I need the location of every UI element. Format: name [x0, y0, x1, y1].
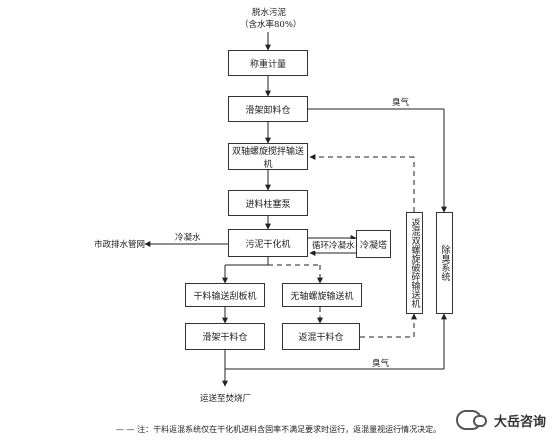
- condensate-label: 冷凝水: [175, 233, 201, 243]
- logo-text: 大岳咨询: [493, 414, 546, 430]
- deodor-label: 除臭系统: [439, 245, 450, 281]
- odor-bottom-label: 臭气: [372, 359, 390, 369]
- dryer-box: 污泥干化机: [228, 229, 308, 257]
- return-silo-box: 返混干料仓: [282, 323, 360, 350]
- input-label-2: （含水率80%）: [240, 20, 302, 30]
- logo: 大岳咨询: [455, 410, 546, 430]
- pump-box: 进料柱塞泵: [228, 190, 308, 216]
- municipal-label: 市政排水管网: [94, 240, 146, 250]
- weigh-box: 称重计量: [228, 50, 308, 76]
- dry-scraper-box: 干料输送刮板机: [185, 283, 265, 307]
- circ-water-label: 循环冷凝水: [312, 239, 355, 251]
- footnote: — — 注：干料返混系统仅在干化机进料含固率不满足要求时运行，返混量视运行情况决…: [116, 425, 442, 434]
- wechat-icon: [455, 410, 487, 430]
- silo2-box: 滑架干料仓: [185, 323, 265, 350]
- transport-label: 运送至焚烧厂: [200, 394, 252, 404]
- shaftless-box: 无轴螺旋输送机: [282, 283, 362, 307]
- return-conveyor-label: 返混双螺旋破碎输送机: [409, 218, 420, 308]
- odor-top-label: 臭气: [392, 98, 410, 108]
- silo1-box: 滑架卸料仓: [228, 96, 308, 122]
- input-label-1: 脱水污泥: [252, 8, 287, 18]
- mixer-box: 双轴螺旋搅拌输送机: [228, 143, 308, 170]
- deodor-box: 除臭系统: [436, 212, 453, 314]
- cooling-tower-box: 冷凝塔: [356, 230, 391, 258]
- return-conveyor-box: 返混双螺旋破碎输送机: [406, 212, 423, 314]
